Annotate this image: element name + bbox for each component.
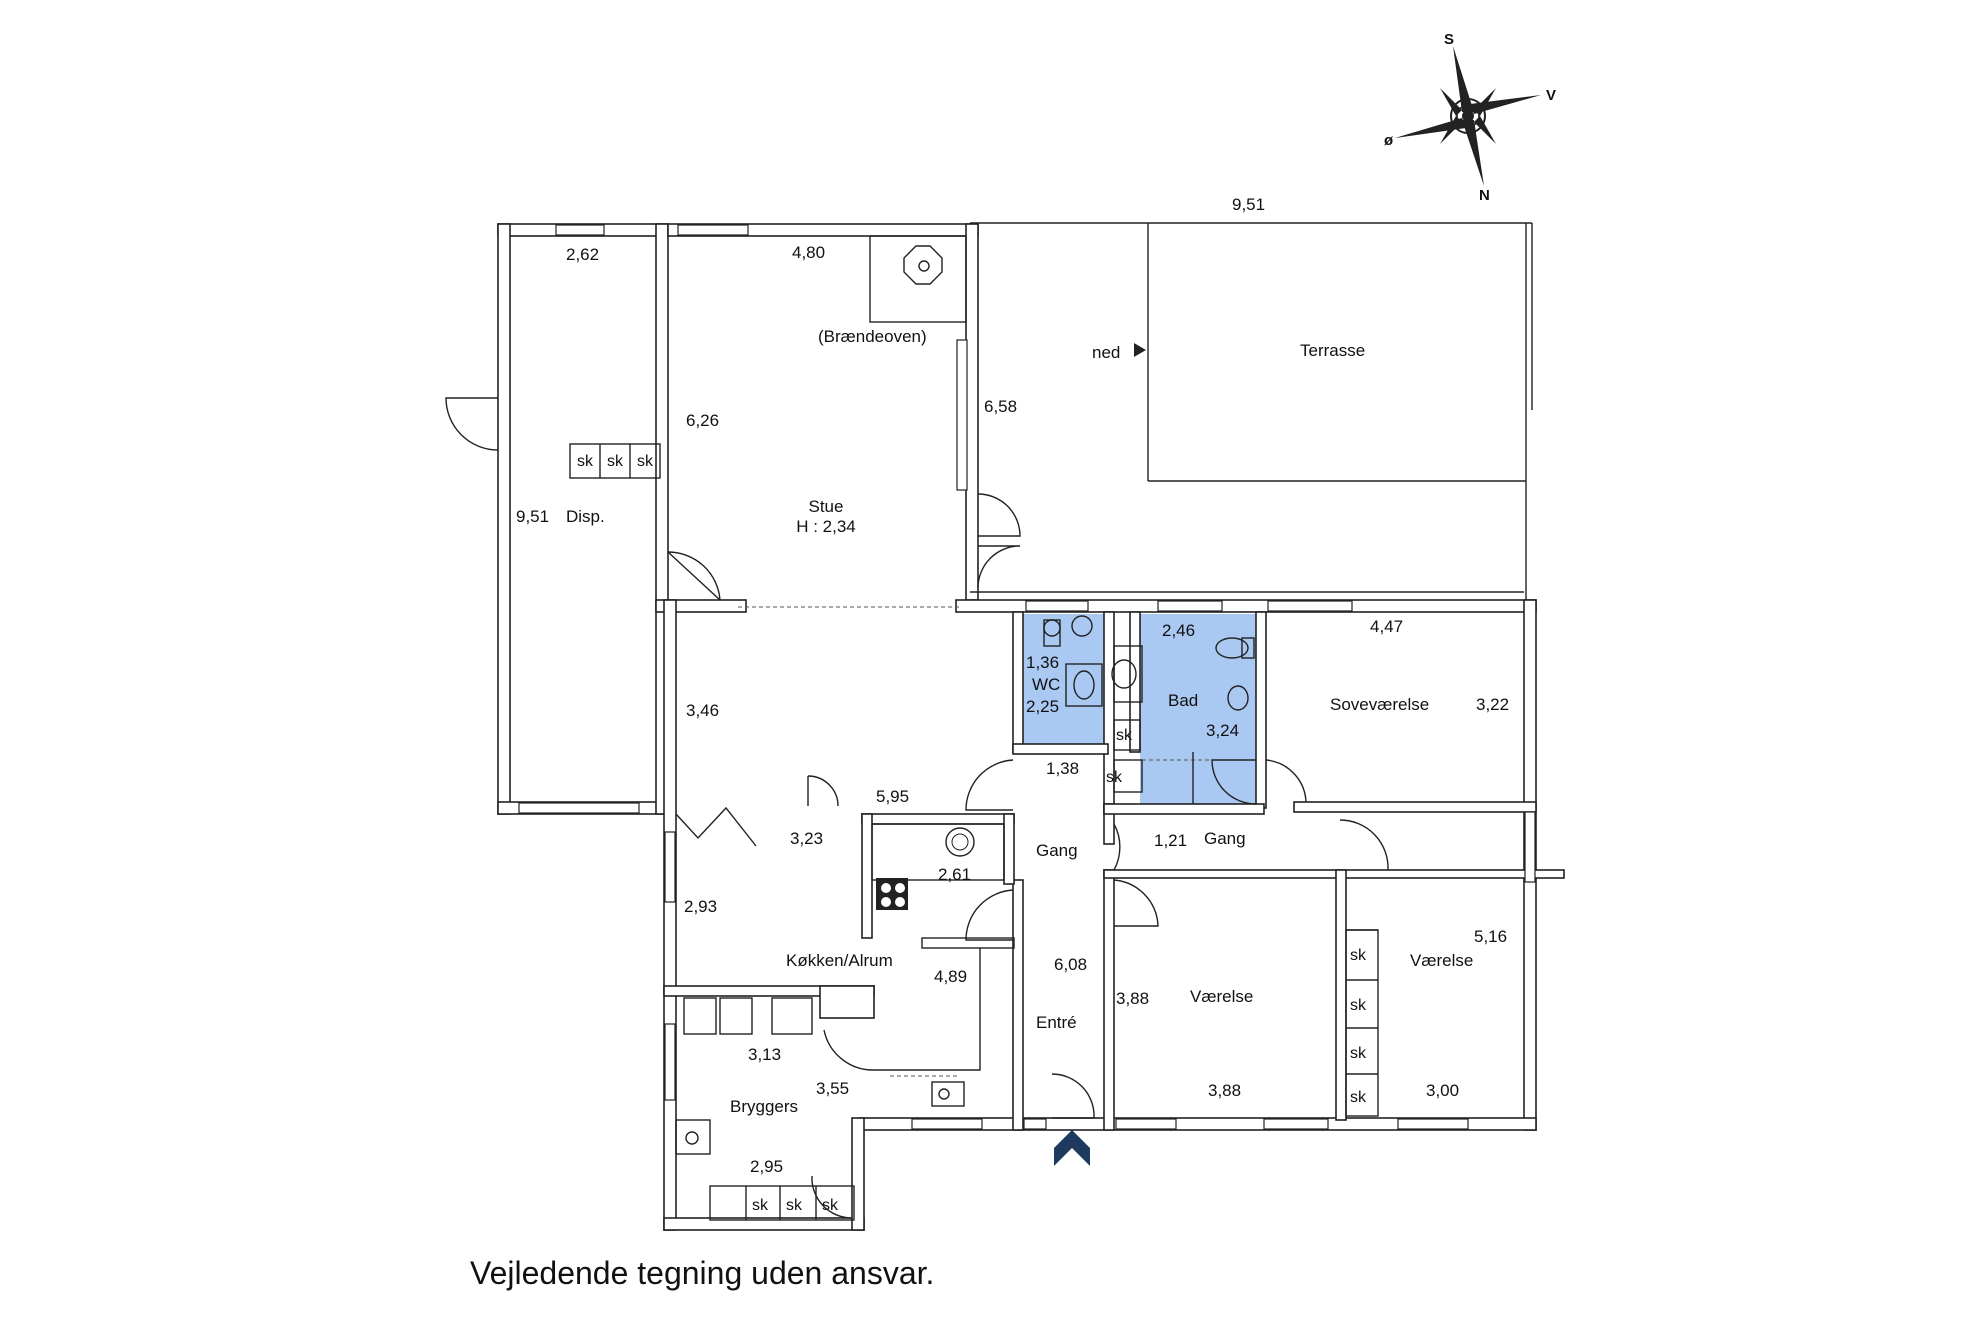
sk-bryggers-2: sk [786,1197,803,1214]
label-koekken: Køkken/Alrum [786,951,893,970]
label-vaerelse-1: Værelse [1190,987,1253,1006]
dim-terrace-top: 9,51 [1232,195,1265,214]
label-stue-height: H : 2,34 [796,517,856,536]
dim-wc-w: 1,36 [1026,653,1059,672]
dim-bryg-3: 2,95 [750,1157,783,1176]
label-ned: ned [1092,343,1120,362]
wc-floor [1023,614,1104,753]
sk-vaerelse-1: sk [1350,947,1367,964]
doors [445,397,1389,1219]
sk-vaerelse-3: sk [1350,1045,1367,1062]
dim-gang-2-w: 1,21 [1154,831,1187,850]
dim-stue-top: 4,80 [792,243,825,262]
sk-disp-3: sk [637,453,654,470]
sk-wc: sk [1116,727,1133,744]
compass-north: N [1479,187,1490,204]
dim-sov-h: 3,22 [1476,695,1509,714]
sk-bryggers-3: sk [822,1197,839,1214]
compass-west: V [1546,87,1556,104]
sk-disp-2: sk [607,453,624,470]
label-gang-2: Gang [1204,829,1246,848]
dim-alrum-1: 3,46 [686,701,719,720]
bad-floor [1140,614,1256,804]
dim-disp-side: 9,51 [516,507,549,526]
dim-alrum-3: 5,95 [876,787,909,806]
dim-bad-w: 2,46 [1162,621,1195,640]
dim-alrum-2: 3,23 [790,829,823,848]
label-bad: Bad [1168,691,1198,710]
dim-terrace-side: 6,58 [984,397,1017,416]
dim-alrum-6: 4,89 [934,967,967,986]
compass-south: S [1444,31,1454,48]
dim-gang-w: 1,38 [1046,759,1079,778]
compass-east: ø [1384,132,1394,149]
sk-gang: sk [1106,769,1123,786]
label-gang-1: Gang [1036,841,1078,860]
label-disp: Disp. [566,507,605,526]
dim-wc-h: 2,25 [1026,697,1059,716]
sk-vaerelse-4: sk [1350,1089,1367,1106]
dim-bad-h: 3,24 [1206,721,1239,740]
label-terrasse: Terrasse [1300,341,1365,360]
windows [518,224,1536,1130]
dim-sov-w: 4,47 [1370,617,1403,636]
sk-bryggers-1: sk [752,1197,769,1214]
dim-alrum-5: 2,93 [684,897,717,916]
label-sovevaerelse: Soveværelse [1330,695,1429,714]
dim-v1-h: 3,88 [1116,989,1149,1008]
fixtures [569,235,1379,1221]
label-stue: Stue [809,497,844,516]
terrace-outline [970,222,1533,600]
label-vaerelse-2: Værelse [1410,951,1473,970]
dim-bryg-2: 3,55 [816,1079,849,1098]
dim-alrum-4: 2,61 [938,865,971,884]
dim-bryg-1: 3,13 [748,1045,781,1064]
entrance-arrow-icon [1054,1130,1090,1166]
dim-v2-h: 5,16 [1474,927,1507,946]
label-wc: WC [1032,675,1060,694]
dim-entre-h: 6,08 [1054,955,1087,974]
dim-v1-w: 3,88 [1208,1081,1241,1100]
disclaimer-text: Vejledende tegning uden ansvar. [470,1255,935,1291]
label-entre: Entré [1036,1013,1077,1032]
sk-vaerelse-2: sk [1350,997,1367,1014]
label-braendeoven: (Brændeoven) [818,327,927,346]
sk-disp-1: sk [577,453,594,470]
label-bryggers: Bryggers [730,1097,798,1116]
compass-rose-icon [1395,46,1541,186]
dim-stue-side: 6,26 [686,411,719,430]
dim-v2-w: 3,00 [1426,1081,1459,1100]
stairs-down-arrow-icon [1134,343,1146,357]
dim-disp-top: 2,62 [566,245,599,264]
